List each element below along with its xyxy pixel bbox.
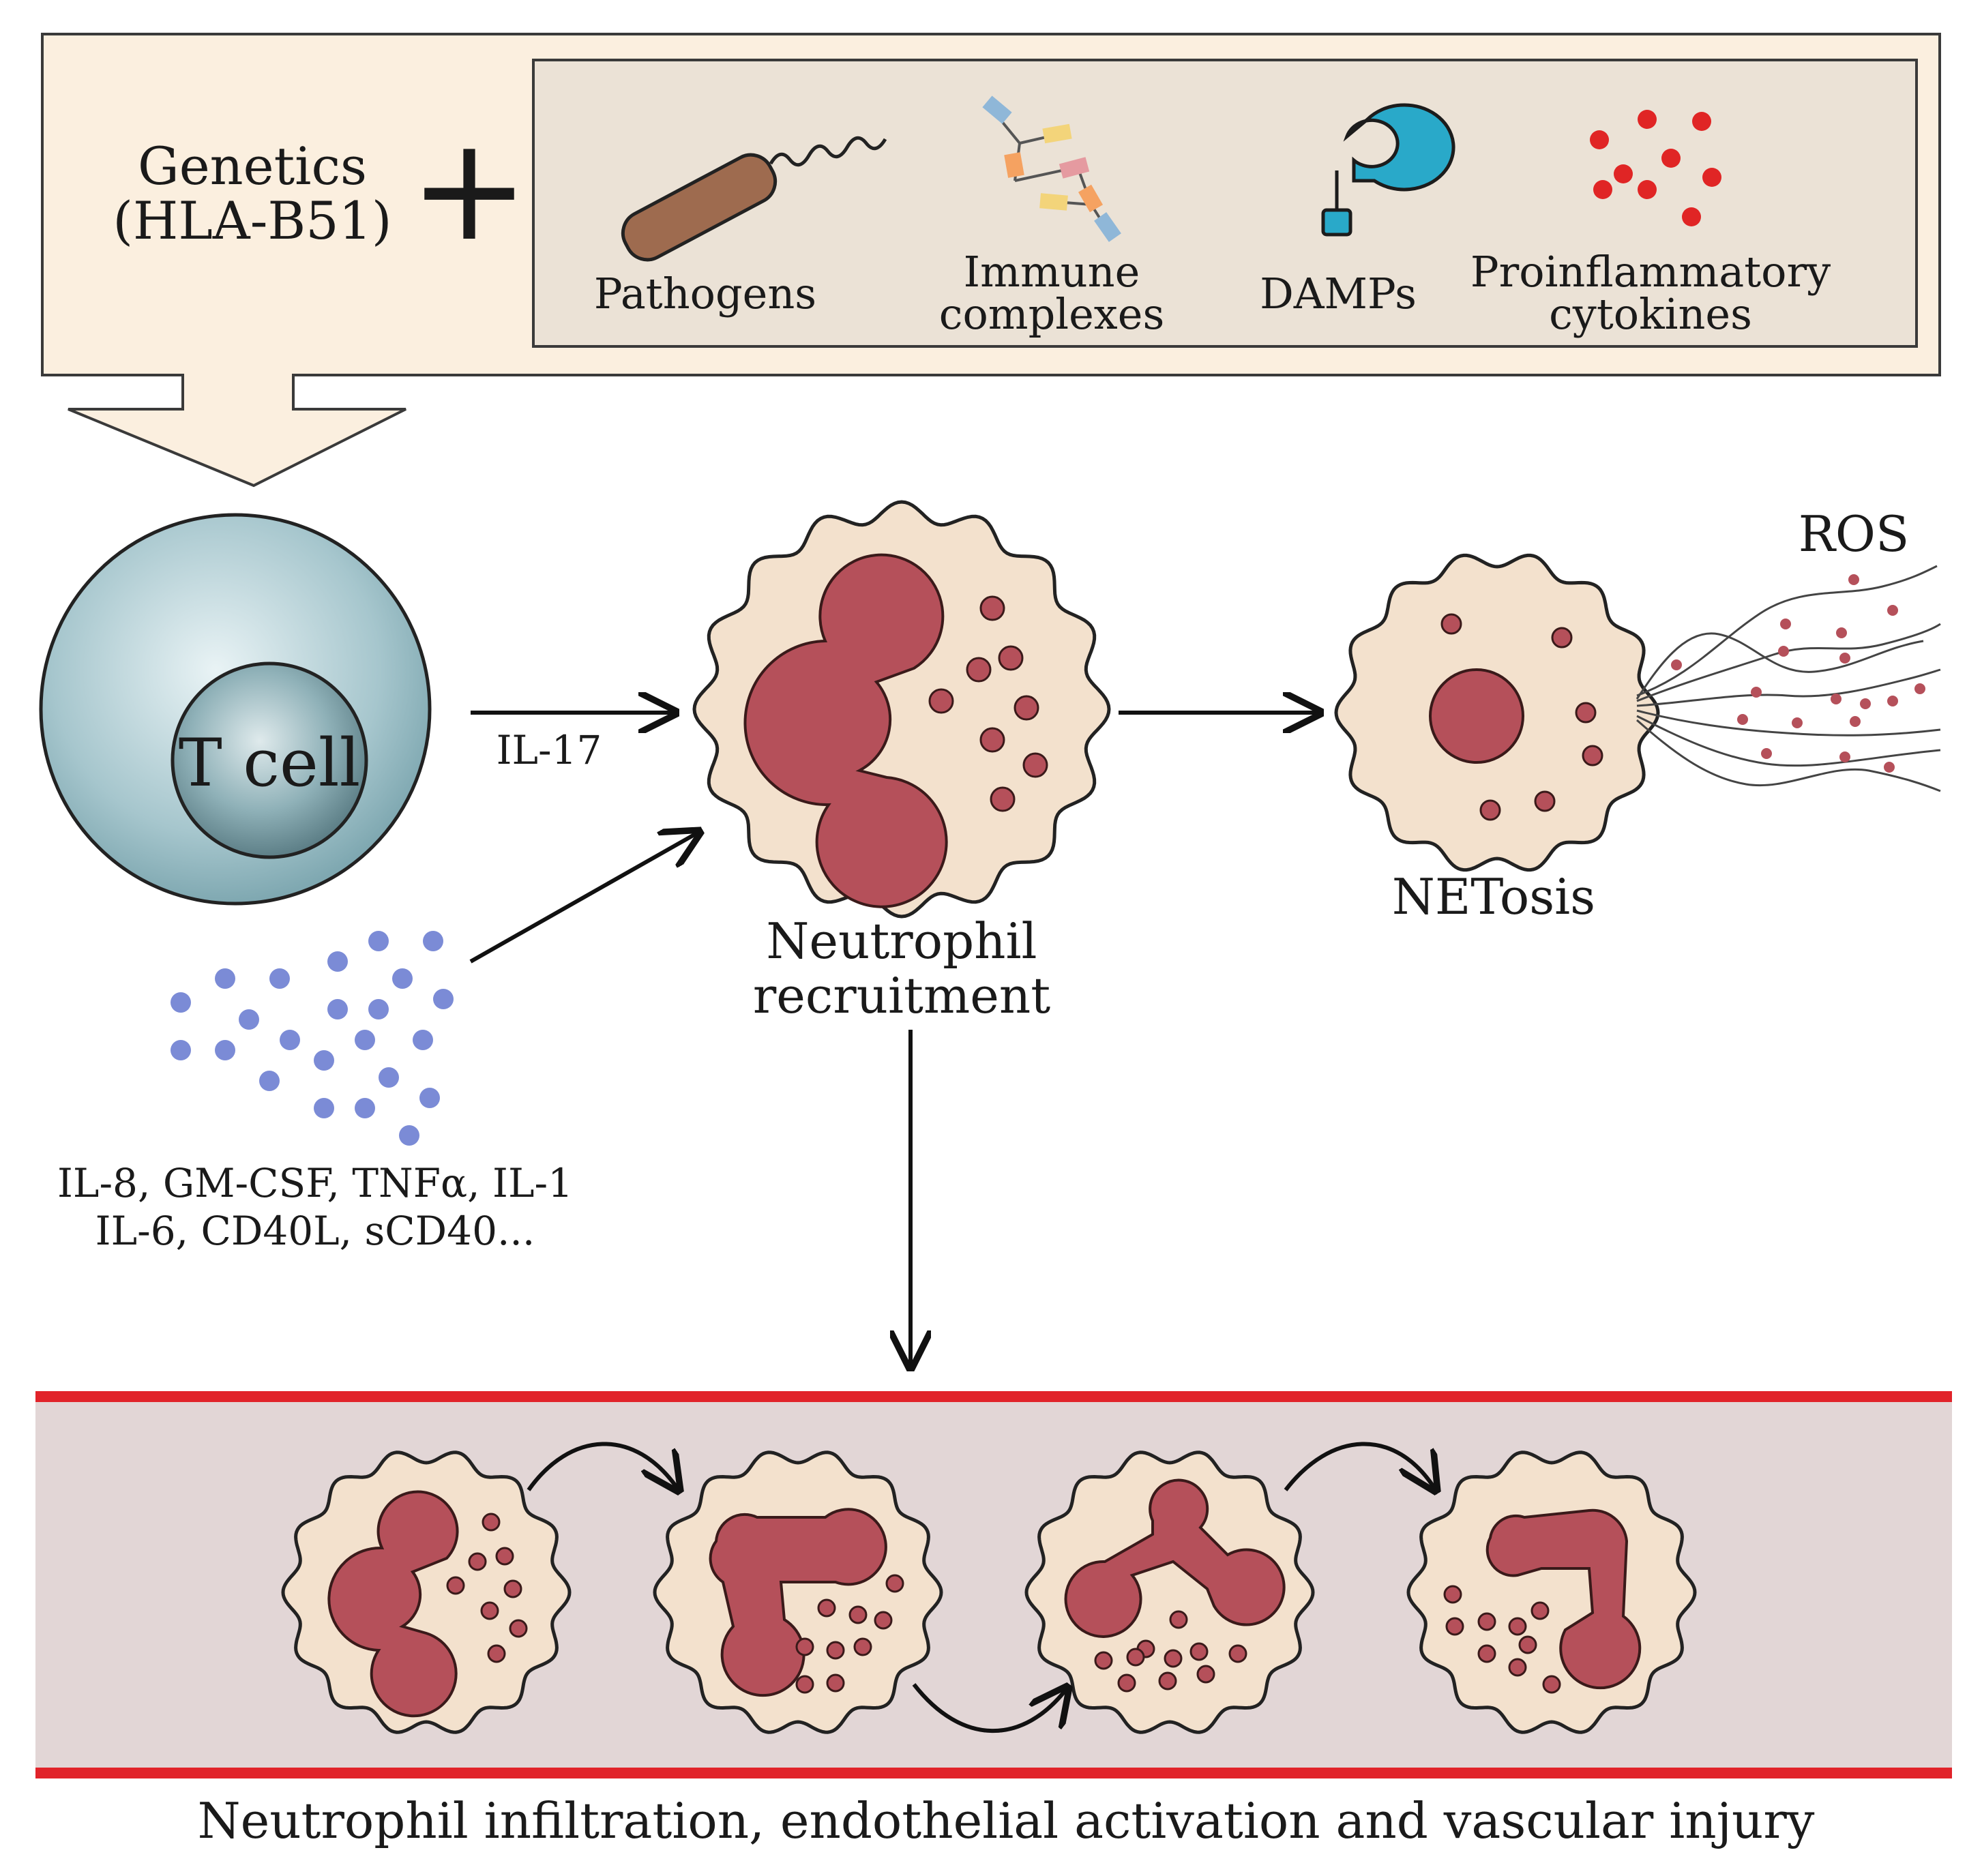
genetics-label: Genetics xyxy=(138,136,367,196)
recruitment-label-line2: recruitment xyxy=(753,967,1050,1024)
immune-complex-icon xyxy=(982,95,1121,242)
netosis-nucleus xyxy=(1429,668,1524,764)
damp-icon xyxy=(1321,103,1455,237)
neutrophil-granules xyxy=(928,595,1048,812)
trigger-label-damps: DAMPs xyxy=(1260,269,1417,318)
vessel-neutrophil-1 xyxy=(281,1450,572,1734)
t-cell: T cell xyxy=(39,513,432,906)
vessel-neutrophil-4 xyxy=(1406,1450,1697,1734)
blood-vessel xyxy=(35,1391,1952,1778)
pathogen-icon xyxy=(621,136,887,262)
trigger-label-pathogens: Pathogens xyxy=(594,269,816,318)
neutrophil-cell xyxy=(692,500,1111,919)
il17-label: IL-17 xyxy=(497,727,602,773)
migration-arrow-2 xyxy=(912,1684,1067,1733)
trigger-label-immune-line1: Immune xyxy=(964,247,1140,297)
migration-arrow-3 xyxy=(1284,1442,1436,1490)
ros-label: ROS xyxy=(1799,505,1910,563)
vessel-neutrophil-3 xyxy=(1024,1450,1315,1734)
triggers-box xyxy=(532,59,1918,348)
t-cell-label: T cell xyxy=(179,725,361,801)
netosis-cell xyxy=(1334,553,1941,872)
cytokine-cloud xyxy=(171,931,454,1146)
recruitment-label-line1: Neutrophil xyxy=(766,912,1037,970)
trigger-label-cytokines-line2: cytokines xyxy=(1549,289,1752,339)
cytokine-list-line2: IL-6, CD40L, sCD40... xyxy=(95,1208,535,1254)
trigger-label-cytokines-line1: Proinflammatory xyxy=(1470,247,1831,297)
migration-arrow-1 xyxy=(527,1442,679,1490)
vessel-neutrophil-2 xyxy=(653,1450,943,1734)
neutrophil-nucleus xyxy=(743,553,948,908)
net-fibers xyxy=(1636,565,1941,792)
vessel-caption: Neutrophil infiltration, endothelial act… xyxy=(198,1792,1815,1849)
ros-particles xyxy=(1671,574,1925,773)
plus-sign: + xyxy=(409,106,529,273)
netosis-label: NETosis xyxy=(1392,868,1595,925)
trigger-panel: Genetics (HLA-B51) + Pathogens xyxy=(41,33,1941,488)
cytokine-arrow xyxy=(469,832,699,964)
trigger-label-immune-line2: complexes xyxy=(939,289,1165,339)
cytokine-dots-icon xyxy=(1590,110,1721,226)
cytokine-list-line1: IL-8, GM-CSF, TNFα, IL-1 xyxy=(57,1160,573,1206)
netosis-granules xyxy=(1440,613,1603,821)
genetics-subtitle: (HLA-B51) xyxy=(113,190,391,251)
